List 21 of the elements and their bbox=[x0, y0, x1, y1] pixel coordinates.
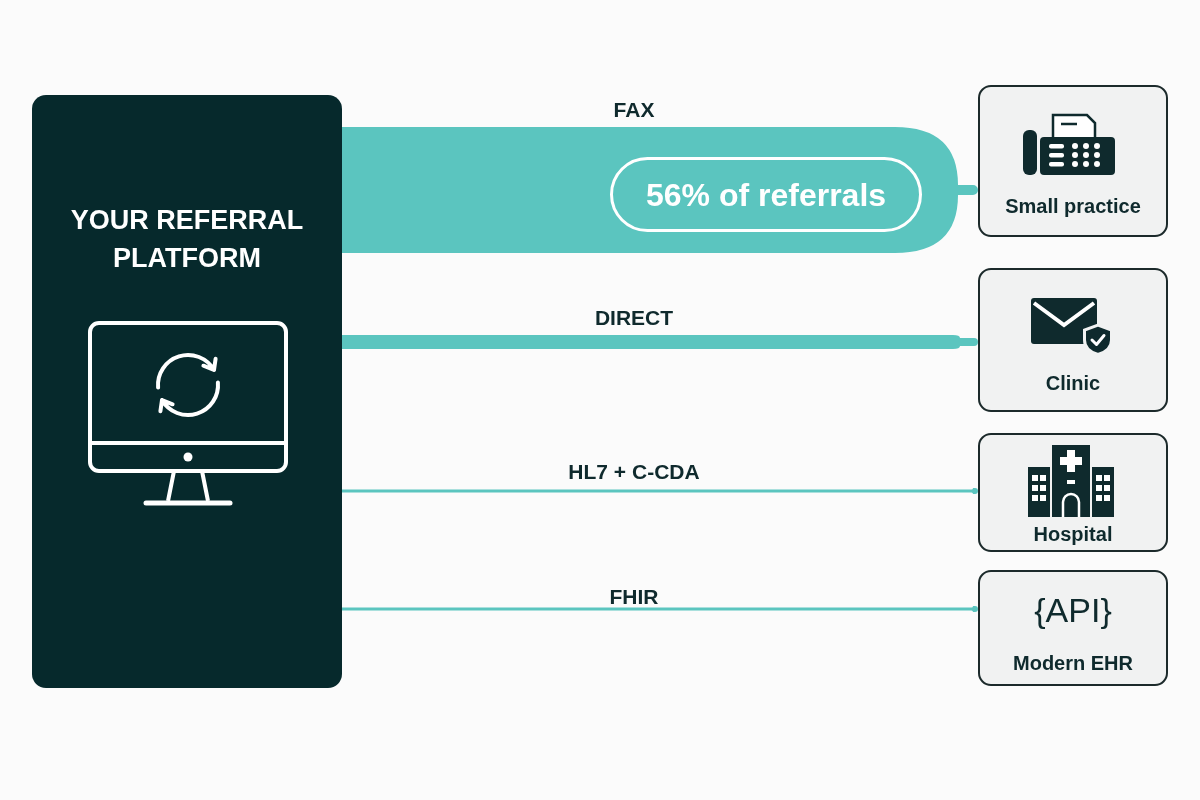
connector-line bbox=[342, 606, 978, 612]
destination-card bbox=[978, 268, 1168, 412]
stat-pill bbox=[610, 157, 922, 232]
edge-label: FHIR bbox=[609, 585, 659, 609]
connector-band bbox=[342, 127, 978, 253]
platform-panel bbox=[32, 95, 342, 688]
api-braces-text: {API} bbox=[1034, 590, 1112, 630]
card-label: Small practice bbox=[1005, 194, 1141, 218]
edge-label: DIRECT bbox=[594, 306, 674, 330]
panel-title: YOUR REFERRAL PLATFORM bbox=[69, 204, 305, 275]
connector-line bbox=[342, 488, 978, 494]
card-label: Clinic bbox=[1045, 371, 1101, 395]
stat-text: 56% of referrals bbox=[645, 177, 887, 213]
connector-band bbox=[342, 335, 978, 349]
edge-label: FAX bbox=[613, 98, 655, 122]
card-label: Modern EHR bbox=[1013, 651, 1133, 675]
destination-card bbox=[978, 433, 1168, 552]
card-label: Hospital bbox=[1033, 522, 1113, 546]
edge-label: HL7 + C-CDA bbox=[568, 460, 700, 484]
destination-card bbox=[978, 570, 1168, 686]
destination-card bbox=[978, 85, 1168, 237]
